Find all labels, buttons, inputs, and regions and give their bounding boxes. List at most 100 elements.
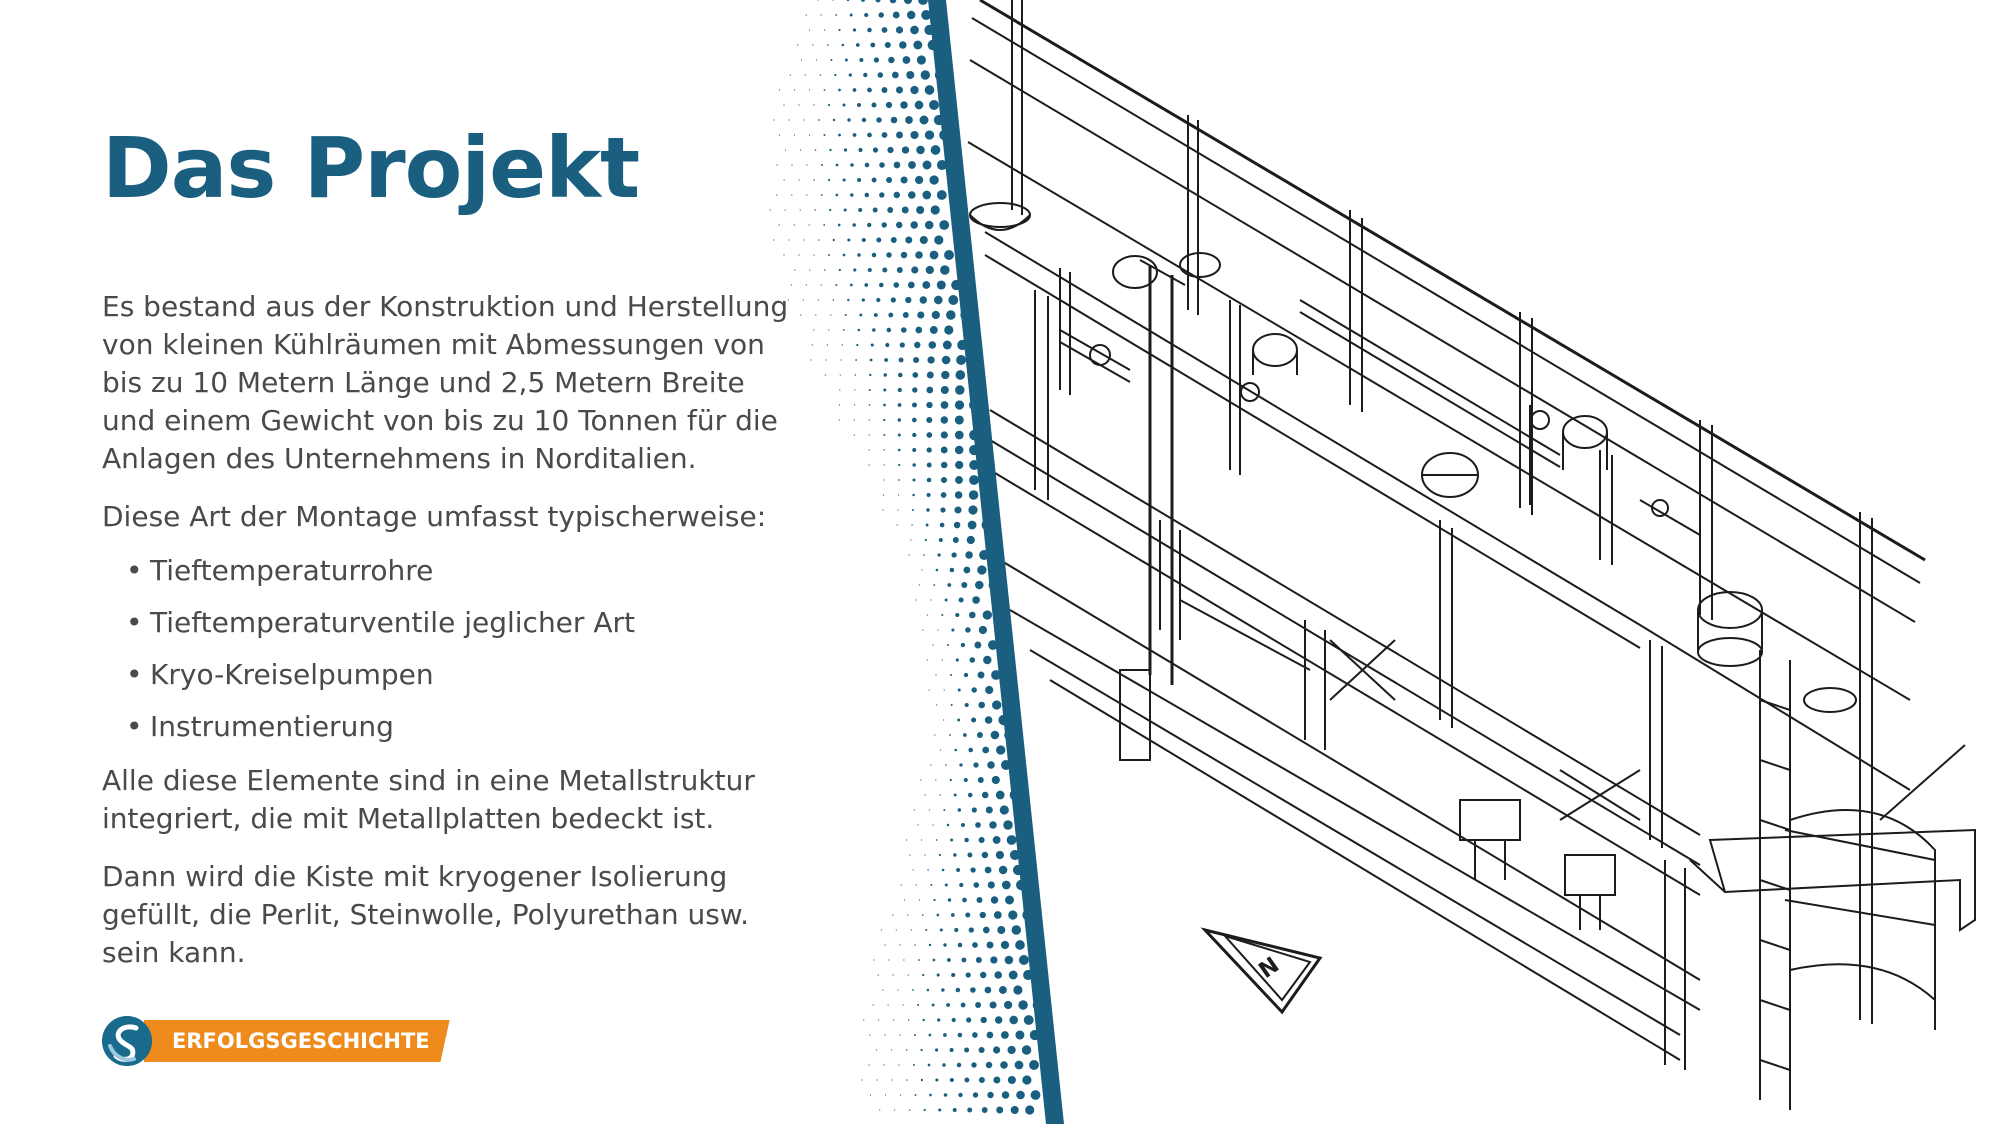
halftone-dot <box>1009 849 1020 861</box>
halftone-dot <box>969 459 980 471</box>
halftone-dot <box>921 914 924 916</box>
halftone-dot <box>950 913 955 917</box>
halftone-dot <box>912 869 914 871</box>
halftone-dot <box>994 971 1002 979</box>
halftone-dot <box>928 943 932 947</box>
halftone-dot <box>995 790 1005 800</box>
halftone-dot <box>913 1034 916 1036</box>
halftone-dot <box>935 779 937 781</box>
halftone-dot <box>1014 1060 1024 1070</box>
list-item: •Tieftemperaturrohre <box>126 552 802 590</box>
halftone-dot <box>945 764 947 766</box>
halftone-dot <box>929 326 938 334</box>
halftone-dot <box>941 370 950 380</box>
halftone-dot <box>933 114 945 126</box>
halftone-dot <box>900 176 908 184</box>
halftone-dot <box>1003 1000 1013 1010</box>
halftone-dot <box>1000 1031 1009 1039</box>
halftone-dot <box>921 839 923 841</box>
halftone-dot <box>918 899 921 901</box>
halftone-dot <box>951 1017 956 1023</box>
halftone-dot <box>940 401 949 409</box>
halftone-dot <box>957 339 968 351</box>
halftone-dot <box>914 1094 917 1096</box>
halftone-dot <box>954 927 959 933</box>
halftone-dot <box>920 1078 924 1082</box>
halftone-dot <box>965 551 973 559</box>
halftone-dot <box>922 629 924 631</box>
halftone-dot <box>908 191 916 199</box>
halftone-dot <box>922 160 932 170</box>
halftone-dot <box>920 1048 923 1052</box>
bullet-icon: • <box>126 554 143 587</box>
halftone-dot <box>967 852 973 858</box>
halftone-dot <box>942 340 952 350</box>
halftone-dot <box>956 1062 962 1068</box>
halftone-dot <box>943 1033 947 1037</box>
halftone-dot <box>924 85 935 95</box>
halftone-dot <box>955 612 960 618</box>
halftone-dot <box>940 265 950 275</box>
halftone-dot <box>965 972 971 978</box>
halftone-dot <box>901 206 909 214</box>
halftone-dot <box>976 896 983 904</box>
halftone-dot <box>912 432 917 438</box>
halftone-dot <box>958 1092 963 1098</box>
halftone-dot <box>1000 940 1010 950</box>
halftone-dot <box>909 854 911 856</box>
halftone-dot <box>968 747 973 753</box>
halftone-dot <box>941 613 944 617</box>
halftone-dot <box>940 431 948 439</box>
halftone-dot <box>972 596 980 604</box>
halftone-dot <box>927 356 935 364</box>
halftone-dot <box>901 327 907 333</box>
halftone-dot <box>943 809 946 811</box>
halftone-dot <box>935 1048 939 1052</box>
halftone-dot <box>939 522 945 528</box>
halftone-dot <box>990 956 998 964</box>
halftone-dot <box>991 670 1001 680</box>
halftone-dot <box>932 644 934 646</box>
halftone-dot <box>1001 1091 1010 1099</box>
halftone-dot <box>912 387 918 393</box>
halftone-dot <box>982 746 990 754</box>
halftone-dot <box>928 1033 932 1037</box>
halftone-dot <box>975 1002 982 1008</box>
halftone-dot <box>902 312 909 318</box>
halftone-dot <box>937 553 941 557</box>
halftone-dot <box>970 987 976 993</box>
halftone-dot <box>931 310 940 320</box>
halftone-dot <box>1016 879 1027 891</box>
list-item: •Tieftemperaturventile jeglicher Art <box>126 604 802 642</box>
halftone-dot <box>938 853 941 857</box>
halftone-dot <box>1015 1030 1025 1040</box>
success-story-label: ERFOLGSGESCHICHTE <box>144 1020 450 1062</box>
halftone-dot <box>966 535 975 545</box>
success-story-badge: ERFOLGSGESCHICHTE <box>102 1016 450 1066</box>
halftone-dot <box>912 463 916 467</box>
halftone-dot <box>907 974 909 976</box>
halftone-dot <box>981 519 993 531</box>
halftone-dot <box>1021 1045 1032 1055</box>
halftone-dot <box>910 25 919 35</box>
halftone-dot <box>969 429 980 441</box>
halftone-dot <box>955 476 963 484</box>
list-item-label: Kryo-Kreiselpumpen <box>150 658 434 691</box>
page-title: Das Projekt <box>102 119 640 217</box>
halftone-dot <box>986 941 994 949</box>
halftone-dot <box>915 599 917 601</box>
halftone-dot <box>906 1079 908 1081</box>
halftone-dot <box>973 762 979 768</box>
halftone-dot <box>956 868 961 872</box>
halftone-dot <box>980 971 987 979</box>
north-arrow-icon: N <box>1200 927 1323 1015</box>
halftone-dot <box>914 341 921 349</box>
halftone-dot <box>922 1018 925 1022</box>
halftone-dot <box>926 416 933 424</box>
halftone-dot <box>1004 955 1014 965</box>
halftone-dot <box>949 1047 954 1053</box>
halftone-dot <box>923 554 925 556</box>
halftone-dot <box>900 884 902 886</box>
paragraph-intro: Es bestand aus der Konstruktion und Hers… <box>102 290 789 475</box>
halftone-dot <box>953 793 957 797</box>
